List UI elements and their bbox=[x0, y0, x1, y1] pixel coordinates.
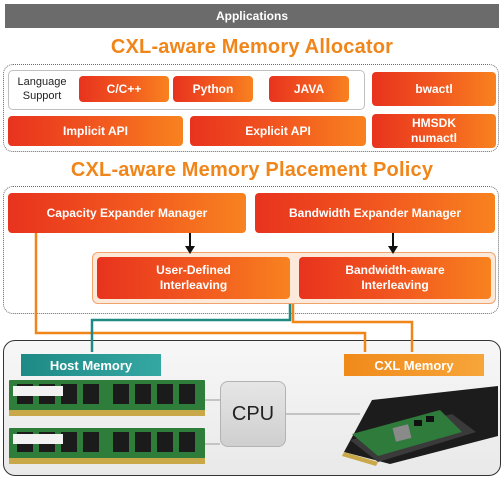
language-support-box: Language Support C/C++ Python JAVA bbox=[8, 70, 365, 110]
explicit-api-box: Explicit API bbox=[190, 116, 366, 146]
user-defined-interleaving: User-Defined Interleaving bbox=[97, 257, 290, 299]
language-support-label: Language Support bbox=[17, 76, 67, 102]
allocator-container bbox=[3, 64, 499, 152]
hmsdk-numactl-box: HMSDK numactl bbox=[372, 114, 496, 148]
policy-container bbox=[3, 186, 499, 314]
bwactl-box: bwactl bbox=[372, 72, 496, 106]
lang-c-cpp: C/C++ bbox=[79, 76, 169, 102]
dimm-module-bottom bbox=[9, 428, 205, 466]
cxl-device bbox=[330, 380, 500, 472]
lang-java: JAVA bbox=[269, 76, 349, 102]
dimm-icon bbox=[9, 428, 205, 464]
host-memory-label: Host Memory bbox=[21, 354, 161, 376]
interleave-to-cxl-path bbox=[291, 304, 414, 352]
applications-bar: Applications bbox=[5, 4, 499, 28]
bandwidth-aware-interleaving: Bandwidth-aware Interleaving bbox=[299, 257, 491, 299]
cpu-chip: CPU bbox=[220, 381, 286, 447]
capacity-expander-manager: Capacity Expander Manager bbox=[8, 193, 246, 233]
interleave-to-host-path bbox=[90, 304, 292, 352]
policy-title: CXL-aware Memory Placement Policy bbox=[70, 159, 434, 181]
cxl-memory-label: CXL Memory bbox=[344, 354, 484, 376]
dimm-icon bbox=[9, 380, 205, 416]
lang-python: Python bbox=[173, 76, 253, 102]
arrow-head-icon bbox=[185, 246, 195, 254]
cxl-device-icon bbox=[342, 386, 498, 466]
dimm-module-top bbox=[9, 380, 205, 418]
capacity-to-cxl-path bbox=[34, 233, 367, 352]
allocator-title: CXL-aware Memory Allocator bbox=[110, 36, 394, 58]
arrow-head-icon bbox=[388, 246, 398, 254]
implicit-api-box: Implicit API bbox=[8, 116, 183, 146]
bandwidth-expander-manager: Bandwidth Expander Manager bbox=[255, 193, 495, 233]
